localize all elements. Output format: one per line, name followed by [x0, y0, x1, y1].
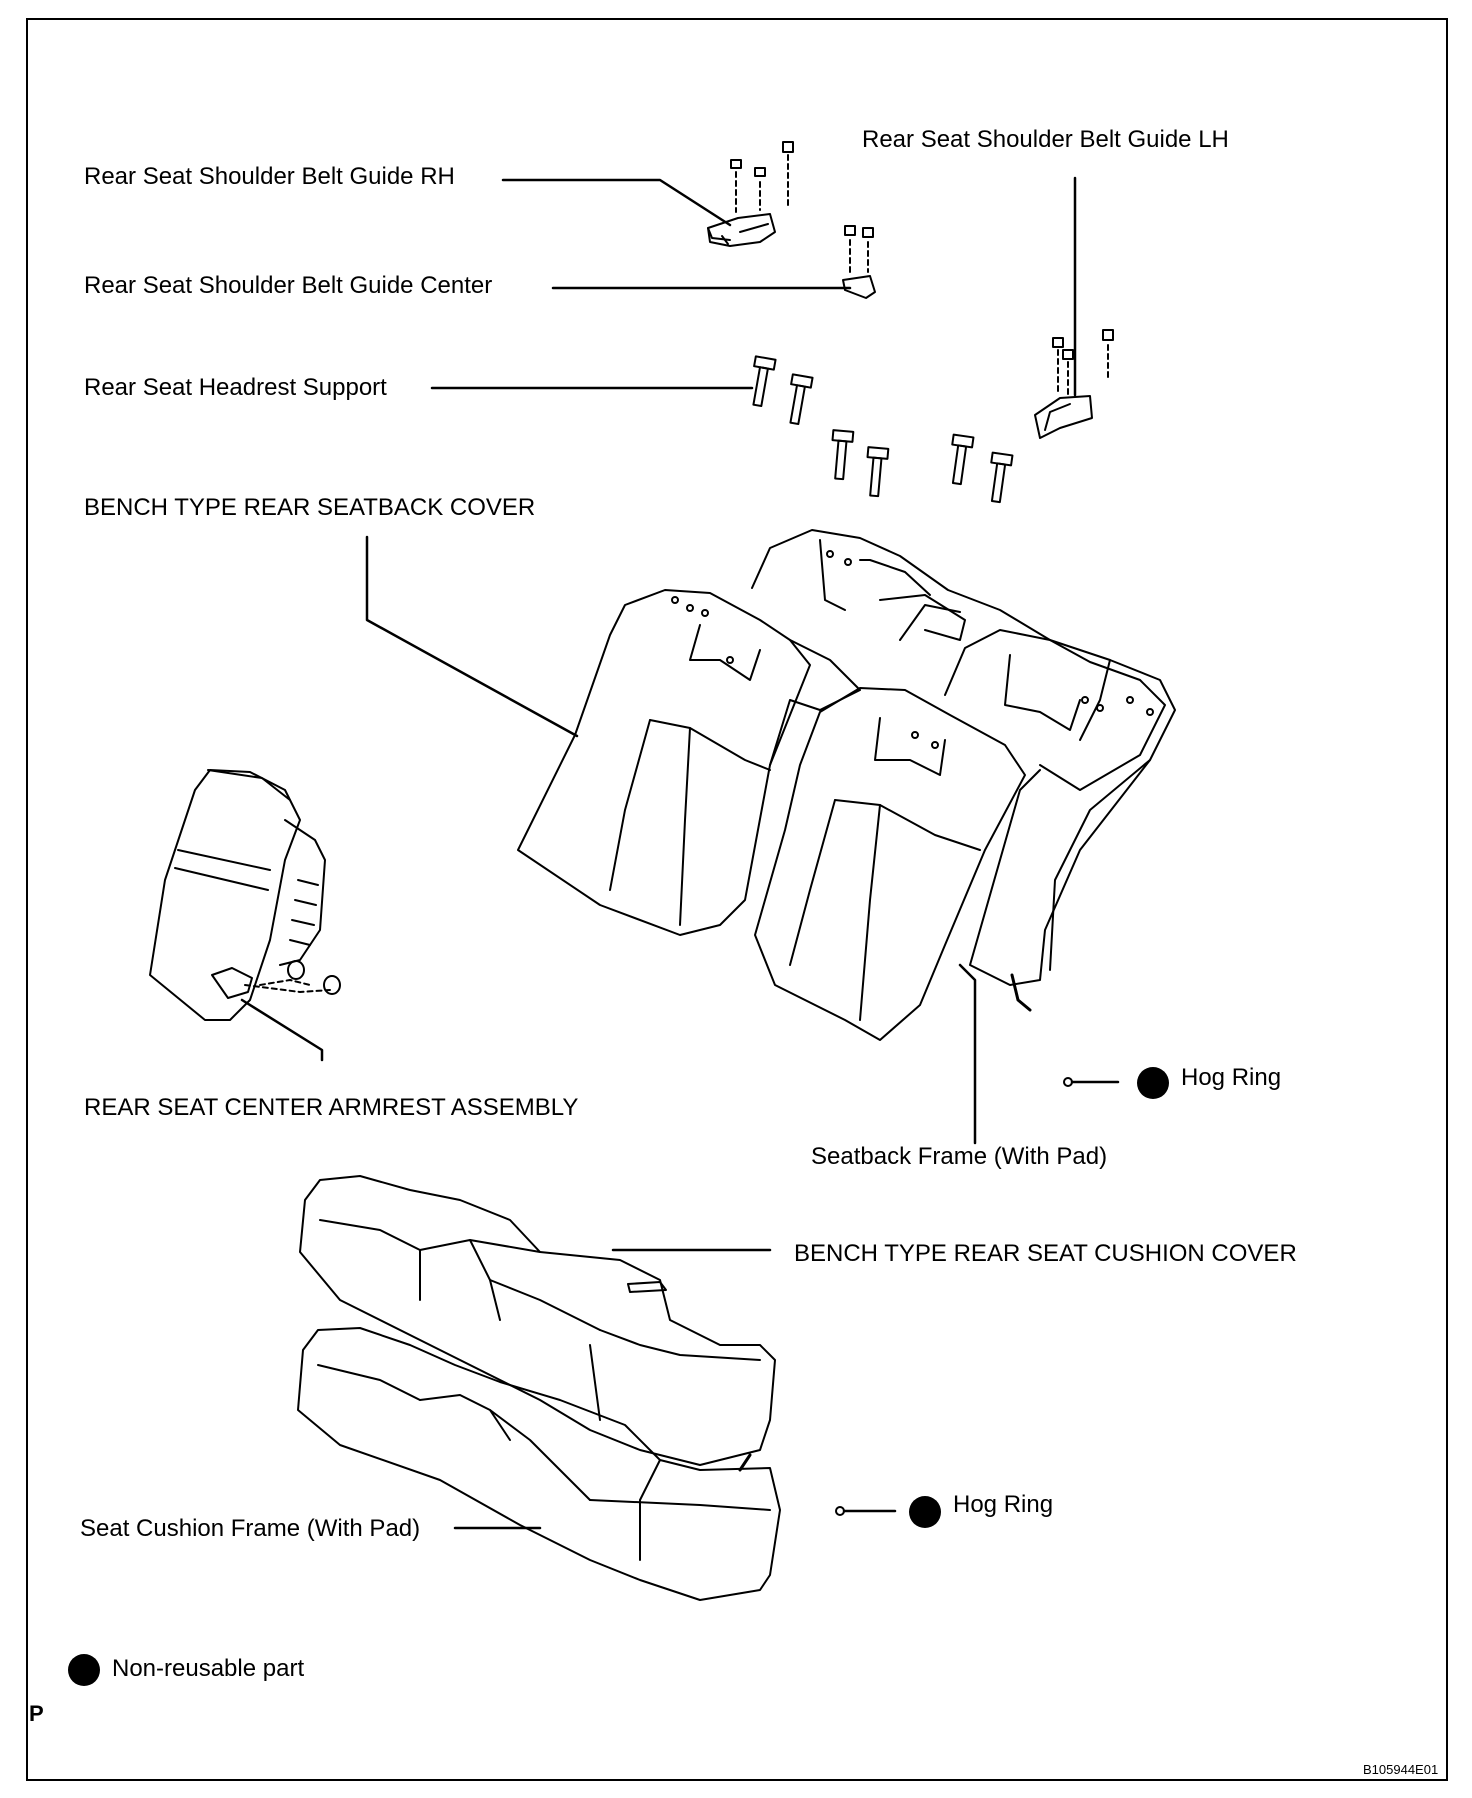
label-belt-guide-center: Rear Seat Shoulder Belt Guide Center — [84, 272, 493, 299]
belt-guide-center-part — [842, 225, 876, 299]
belt-guide-rh-part — [707, 141, 794, 247]
label-hog-ring-upper: Hog Ring — [1181, 1064, 1282, 1091]
label-cushion-frame: Seat Cushion Frame (With Pad) — [80, 1515, 421, 1542]
hog-ring-lower-symbol — [835, 1506, 897, 1516]
non-reusable-dot-legend — [68, 1654, 100, 1686]
seat-cushion-frame-part — [297, 1327, 781, 1601]
armrest-assembly-part — [149, 769, 341, 1021]
seatback-cover-far-right — [944, 629, 1166, 791]
page-marker: P — [29, 1701, 44, 1726]
non-reusable-dot-lower — [909, 1496, 941, 1528]
seatback-cover-left — [517, 589, 811, 936]
figure-code: B105944E01 — [1363, 1762, 1439, 1777]
label-belt-guide-rh: Rear Seat Shoulder Belt Guide RH — [84, 163, 455, 190]
diagram-frame — [26, 18, 1448, 1781]
label-armrest: REAR SEAT CENTER ARMREST ASSEMBLY — [84, 1094, 579, 1121]
headrest-supports-part — [752, 355, 1014, 504]
legend-non-reusable-label: Non-reusable part — [112, 1655, 305, 1682]
seatback-cover-right — [754, 687, 1026, 1041]
belt-guide-lh-part — [1034, 329, 1114, 439]
hog-ring-upper-symbol — [1063, 1077, 1120, 1087]
seat-cushion-cover-part — [299, 1175, 776, 1466]
label-cushion-cover: BENCH TYPE REAR SEAT CUSHION COVER — [794, 1240, 1297, 1267]
label-seatback-frame: Seatback Frame (With Pad) — [811, 1143, 1108, 1170]
label-belt-guide-lh: Rear Seat Shoulder Belt Guide LH — [862, 126, 1229, 153]
label-seatback-cover: BENCH TYPE REAR SEATBACK COVER — [84, 494, 536, 521]
non-reusable-dot-upper — [1137, 1067, 1169, 1099]
label-headrest-support: Rear Seat Headrest Support — [84, 374, 387, 401]
label-hog-ring-lower: Hog Ring — [953, 1491, 1054, 1518]
